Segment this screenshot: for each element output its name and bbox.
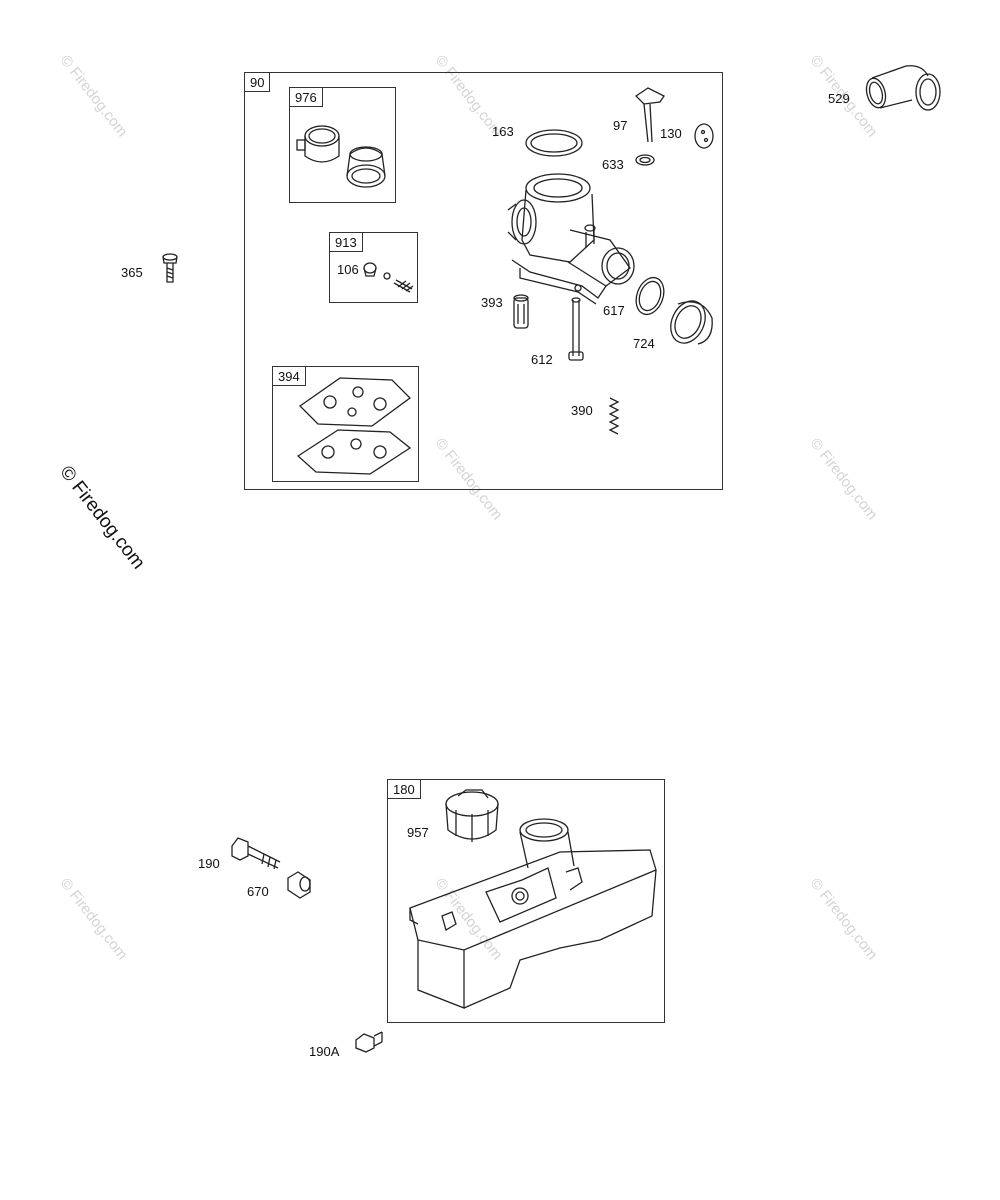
callout-390: 390 [571, 403, 593, 418]
carburetor-box-tag: 90 [244, 72, 271, 92]
callout-393: 393 [481, 295, 503, 310]
part-529-elbow [865, 65, 941, 111]
part-976-tube [346, 146, 386, 188]
sub-box-394: 394 [272, 366, 419, 482]
callout-617: 617 [603, 303, 625, 318]
callout-190: 190 [198, 856, 220, 871]
part-190A-screw [355, 1031, 383, 1053]
fuel-tank-box: 180 [387, 779, 665, 1023]
callout-97: 97 [613, 118, 628, 133]
part-670-spacer [287, 871, 311, 899]
part-612-tube [568, 297, 584, 361]
callout-957: 957 [407, 825, 429, 840]
part-913-spring [393, 279, 414, 293]
part-130-plate [694, 123, 714, 149]
sub-box-394-tag: 394 [272, 366, 306, 386]
part-394-gasket-top [298, 377, 411, 427]
sub-box-913: 913 [329, 232, 418, 303]
callout-365: 365 [121, 265, 143, 280]
callout-724: 724 [633, 336, 655, 351]
part-957-cap [445, 789, 499, 842]
sub-box-913-tag: 913 [329, 232, 363, 252]
part-976-ring [296, 125, 340, 163]
part-106-seat [363, 262, 377, 277]
part-365-screw [162, 253, 178, 283]
part-163-gasket [525, 129, 583, 157]
part-390-spring [608, 397, 620, 435]
fuel-tank-box-tag: 180 [387, 779, 421, 799]
callout-670: 670 [247, 884, 269, 899]
part-633-seal [635, 154, 655, 166]
callout-190A: 190A [309, 1044, 340, 1059]
sub-box-976-tag: 976 [289, 87, 323, 107]
callout-633: 633 [602, 157, 624, 172]
callout-529: 529 [828, 91, 850, 106]
part-617-oring [635, 276, 665, 316]
sub-box-976: 976 [289, 87, 396, 203]
carburetor-box: 90 [244, 72, 723, 490]
callout-163: 163 [492, 124, 514, 139]
part-106-ball [383, 272, 391, 280]
part-724-adapter [670, 300, 713, 345]
part-carburetor-body [507, 173, 635, 305]
callout-106: 106 [337, 262, 359, 277]
part-394-gasket-bottom [296, 429, 412, 475]
part-190-bolt [231, 837, 281, 870]
part-97-shaft [634, 87, 665, 143]
part-393-filter [513, 294, 529, 329]
callout-130: 130 [660, 126, 682, 141]
part-180-fuel-tank [409, 818, 657, 1009]
callout-612: 612 [531, 352, 553, 367]
